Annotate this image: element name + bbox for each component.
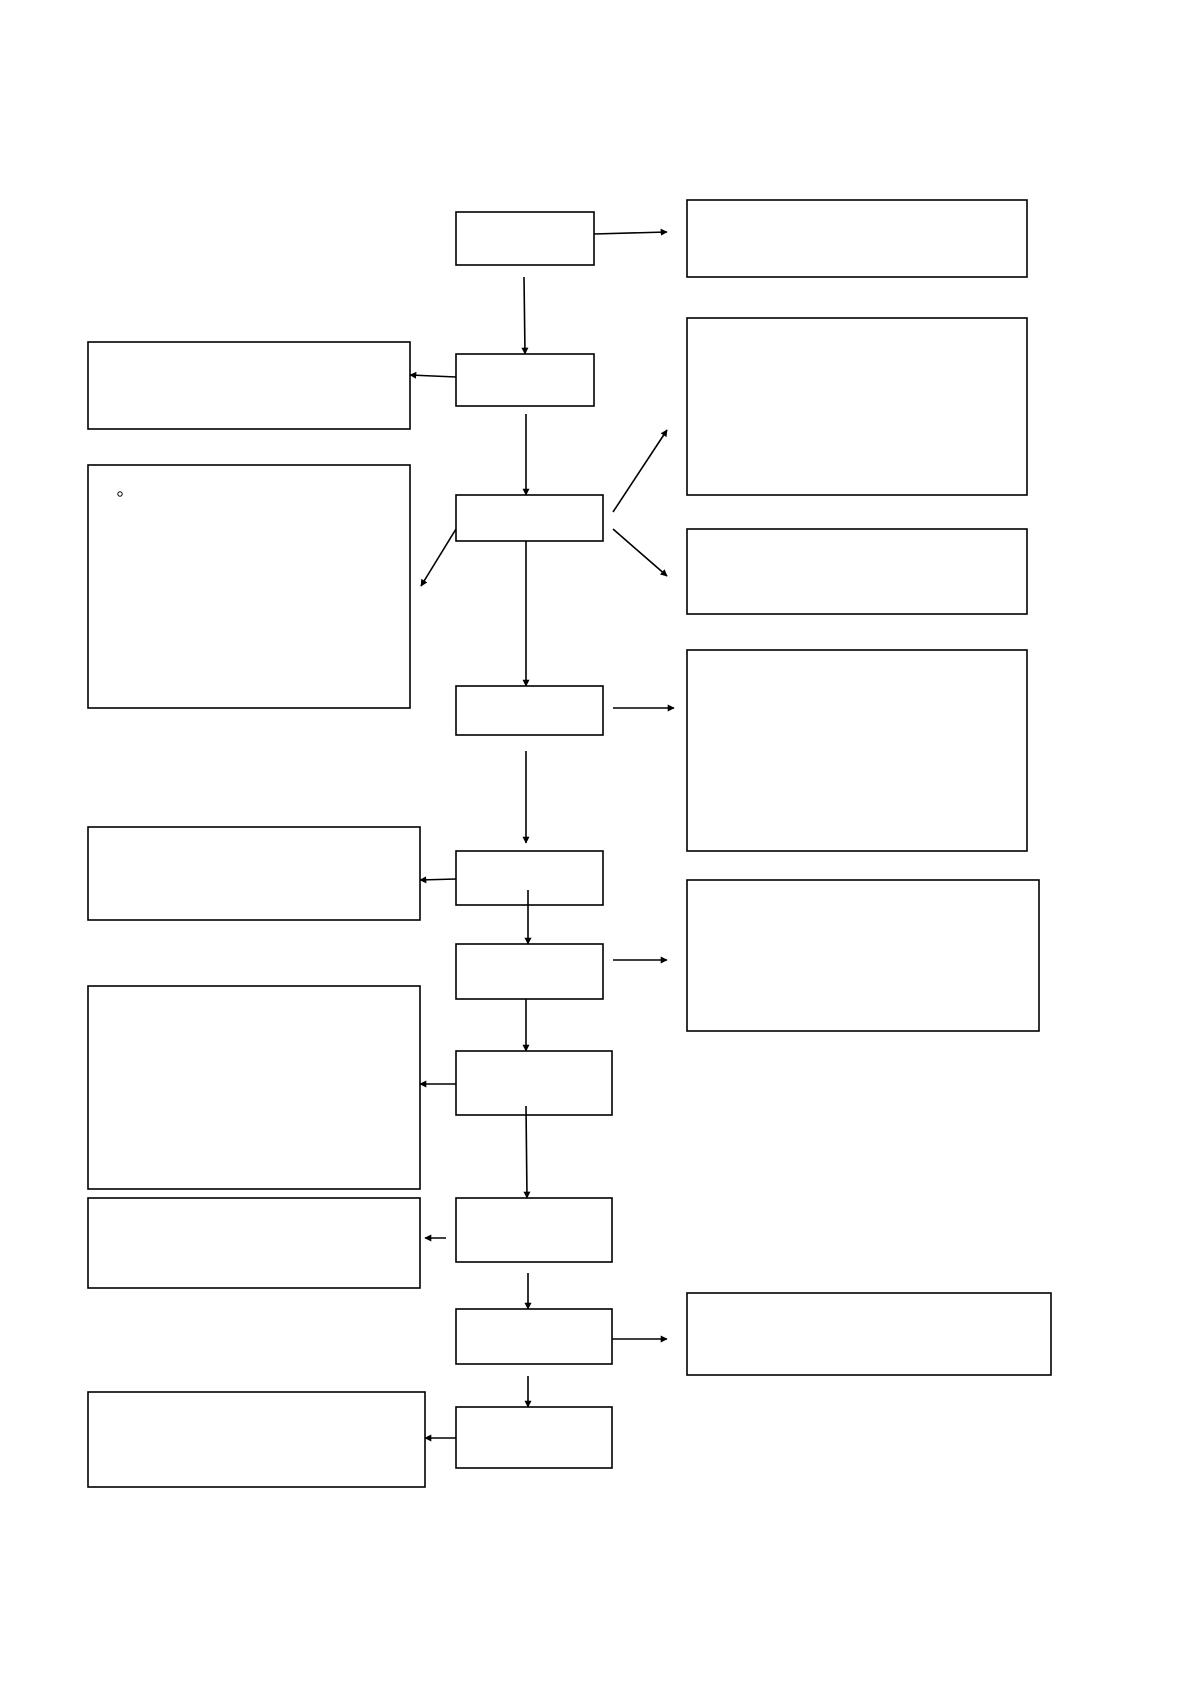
flow-box-left-1 bbox=[87, 341, 411, 430]
flow-box-right-1 bbox=[686, 199, 1028, 278]
flow-box-left-4 bbox=[87, 985, 421, 1190]
flow-box-right-5 bbox=[686, 879, 1040, 1032]
arrow-center2-to-left1 bbox=[409, 371, 457, 379]
bullet-mark bbox=[117, 491, 123, 497]
arrow-center3-to-right3 bbox=[612, 528, 668, 577]
flow-box-left-5 bbox=[87, 1197, 421, 1289]
flow-box-right-4 bbox=[686, 649, 1028, 852]
flow-box-right-3 bbox=[686, 528, 1028, 615]
flow-box-center-7 bbox=[455, 1050, 613, 1116]
flow-box-right-2 bbox=[686, 317, 1028, 496]
flow-box-left-6 bbox=[87, 1391, 426, 1488]
arrow-center1-to-right1 bbox=[593, 228, 668, 236]
flow-box-center-8 bbox=[455, 1197, 613, 1263]
arrow-center5-to-left3 bbox=[419, 876, 457, 884]
flow-box-right-6 bbox=[686, 1292, 1052, 1376]
flow-box-center-9 bbox=[455, 1308, 613, 1365]
flow-box-center-1 bbox=[455, 211, 595, 266]
arrow-center7-to-center8 bbox=[523, 1105, 531, 1199]
flow-box-center-6 bbox=[455, 943, 604, 1000]
arrow-center3-to-left2 bbox=[420, 528, 457, 587]
flow-box-left-3 bbox=[87, 826, 421, 921]
flow-box-center-4 bbox=[455, 685, 604, 736]
flow-box-center-3 bbox=[455, 494, 604, 542]
flow-box-center-2 bbox=[455, 353, 595, 407]
flow-box-center-10 bbox=[455, 1406, 613, 1469]
arrow-center3-to-right2 bbox=[612, 429, 668, 513]
arrow-center1-to-center2 bbox=[521, 276, 529, 355]
flow-box-center-5 bbox=[455, 850, 604, 906]
flow-box-left-2 bbox=[87, 464, 411, 709]
